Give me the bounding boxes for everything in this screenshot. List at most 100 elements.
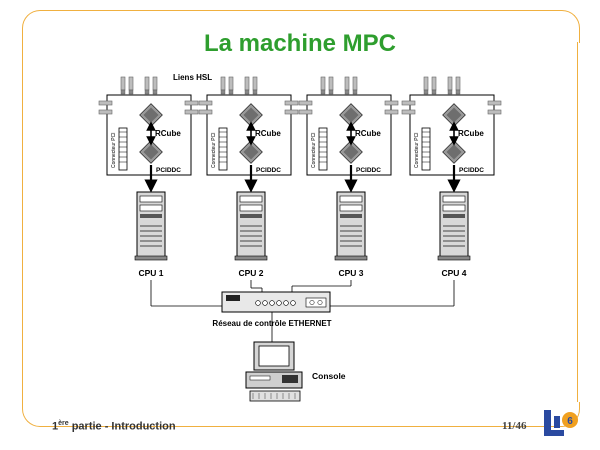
- node-3-cpu-bay-2: [339, 204, 363, 212]
- node-2-cpu-panel: [240, 214, 262, 218]
- footer-num: 1: [52, 420, 59, 433]
- node-2-cpu-base: [234, 255, 268, 261]
- node-4-pciddc-label: PCIDDC: [459, 167, 484, 174]
- hub-port-2: [269, 300, 275, 306]
- node-2-cpu-tower: [236, 191, 266, 259]
- node-2-hsl-left-1: [198, 109, 213, 115]
- node-1-cpu-bay-2: [139, 204, 163, 212]
- node-3-cpu-bay-1: [339, 195, 363, 203]
- node-3-hsl-top-0: [320, 76, 326, 91]
- hub-uplink: [305, 297, 327, 308]
- node-4-hsl-left-1: [401, 109, 416, 115]
- node-4-cpu-panel: [443, 214, 465, 218]
- hub-display: [226, 295, 240, 301]
- node-1-hsl-right-0: [184, 100, 199, 106]
- console-screen: [258, 345, 290, 367]
- node-4-hsl-top-3-tip: [455, 89, 461, 95]
- console-panel: [282, 375, 298, 383]
- hub-port-0: [255, 300, 261, 306]
- hub-port-3: [276, 300, 282, 306]
- logo-i: [554, 416, 560, 428]
- node-3-hsl-top-2: [344, 76, 350, 91]
- node-1-hsl-top-3-tip: [152, 89, 158, 95]
- logo-l-bar: [544, 410, 551, 436]
- hsl-links-label: Liens HSL: [173, 73, 212, 82]
- node-1-cpu-base: [134, 255, 168, 261]
- node-3-hsl-top-3: [352, 76, 358, 91]
- page-number: 11/46: [502, 420, 527, 432]
- node-1-hsl-left-1: [98, 109, 113, 115]
- node-1-pciddc-label: PCIDDC: [156, 167, 181, 174]
- hub-uplink-port-2: [317, 300, 323, 305]
- lip6-logo: 6: [544, 410, 578, 436]
- node-1-cpu-label: CPU 1: [138, 268, 163, 278]
- node-3-pciddc-chip: [339, 140, 363, 164]
- node-4-hsl-left-0: [401, 100, 416, 106]
- logo-p-circle: [562, 412, 578, 428]
- node-4-hsl-right-1: [487, 109, 502, 115]
- node-4-hsl-right-0: [487, 100, 502, 106]
- console-label: Console: [312, 371, 346, 381]
- node-2-rcube-chip: [239, 103, 263, 127]
- node-2-cpu-bay-2: [239, 204, 263, 212]
- node-2-hsl-top-2-tip: [244, 89, 250, 95]
- node-4-hsl-top-1: [431, 76, 437, 91]
- node-2-connector-label: Connecteur PCI: [211, 132, 217, 168]
- node-3-connector-label: Connecteur PCI: [311, 132, 317, 168]
- footer-sup: ère: [58, 420, 69, 427]
- node-2-hsl-right-1: [284, 109, 299, 115]
- logo-l-foot: [544, 430, 564, 436]
- hub-port-4: [283, 300, 289, 306]
- console-drive: [249, 375, 271, 381]
- node-3-hsl-right-1: [384, 109, 399, 115]
- node-4-hsl-top-2: [447, 76, 453, 91]
- node-4-hsl-top-0-tip: [423, 89, 429, 95]
- node-4-cpu-base: [437, 255, 471, 261]
- node-1-cpu-bay-1: [139, 195, 163, 203]
- node-2-cpu-label: CPU 2: [238, 268, 263, 278]
- frame-left: [22, 42, 23, 402]
- node-4-cpu-bay-1: [442, 195, 466, 203]
- node-1-cpu-tower: [136, 191, 166, 259]
- node-2-pciddc-chip: [239, 140, 263, 164]
- node-3-hsl-top-2-tip: [344, 89, 350, 95]
- node-4-pciddc-chip: [442, 140, 466, 164]
- hub-port-1: [262, 300, 268, 306]
- node-2-hsl-top-0: [220, 76, 226, 91]
- logo-num: 6: [567, 416, 573, 427]
- node-3-pci-slot: [318, 127, 328, 171]
- node-4-connector-label: Connecteur PCI: [414, 132, 420, 168]
- node-2-cpu-bay-1: [239, 195, 263, 203]
- node-2-hsl-top-3: [252, 76, 258, 91]
- node-1-pciddc-chip: [139, 140, 163, 164]
- node-4-cpu-bay-2: [442, 204, 466, 212]
- hub-port-5: [290, 300, 296, 306]
- footer-text: partie - Introduction: [71, 420, 176, 433]
- node-4-pci-slot: [421, 127, 431, 171]
- node-2-hsl-top-3-tip: [252, 89, 258, 95]
- node-2-hsl-top-1: [228, 76, 234, 91]
- node-4-hsl-top-2-tip: [447, 89, 453, 95]
- node-1-hsl-top-1-tip: [128, 89, 134, 95]
- node-2-pci-slot: [218, 127, 228, 171]
- node-2-hsl-top-0-tip: [220, 89, 226, 95]
- node-1-hsl-top-2: [144, 76, 150, 91]
- node-3-hsl-left-1: [298, 109, 313, 115]
- node-1-cpu-panel: [140, 214, 162, 218]
- footer-section: 1ère partie - Introduction: [52, 420, 176, 433]
- node-2-pciddc-label: PCIDDC: [256, 167, 281, 174]
- node-3-hsl-right-0: [384, 100, 399, 106]
- node-4-rcube-label: RCube: [458, 129, 484, 138]
- node-4-hsl-top-1-tip: [431, 89, 437, 95]
- node-3-rcube-label: RCube: [355, 129, 381, 138]
- node-3-hsl-top-1-tip: [328, 89, 334, 95]
- node-1-hsl-top-0-tip: [120, 89, 126, 95]
- node-1-connector-label: Connecteur PCI: [111, 132, 117, 168]
- node-3-cpu-base: [334, 255, 368, 261]
- node-1-rcube-chip: [139, 103, 163, 127]
- slide-title: La machine MPC: [203, 30, 397, 57]
- node-3-hsl-top-0-tip: [320, 89, 326, 95]
- node-3-hsl-top-3-tip: [352, 89, 358, 95]
